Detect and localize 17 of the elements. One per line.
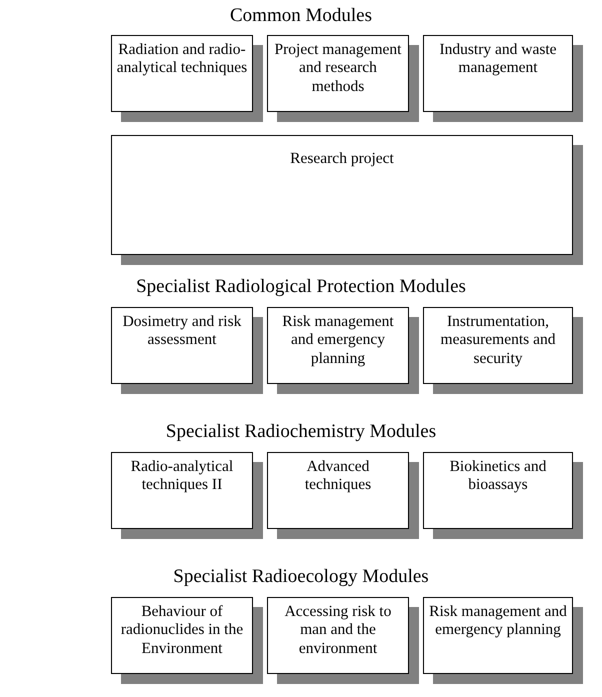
section-heading: Common Modules [229, 5, 373, 27]
module-title: Behaviour of radionuclides in the Environment [120, 603, 244, 658]
module-title: Radio-analytical techniques II [130, 458, 234, 495]
section-heading: Specialist Radiological Protection Modules [135, 276, 467, 298]
module-title: Risk management and emergency planning [428, 603, 568, 640]
module-title: Biokinetics and bioassays [448, 458, 548, 495]
module-title: Advanced techniques [304, 458, 372, 495]
module-title: Dosimetry and risk assessment [122, 313, 242, 350]
module-title: Accessing risk to man and the environment [284, 603, 392, 658]
section-heading: Specialist Radiochemistry Modules [164, 421, 438, 443]
module-title: Radiation and radio-analytical techniques [116, 41, 248, 78]
module-title: Industry and waste management [438, 41, 558, 78]
section-heading: Specialist Radioecology Modules [172, 566, 430, 588]
module-title: Project management and research methods [274, 41, 402, 96]
module-title: Risk management and emergency planning [281, 313, 395, 368]
module-title: Instrumentation, measurements and security [440, 313, 556, 368]
module-title: Research project [289, 150, 395, 168]
